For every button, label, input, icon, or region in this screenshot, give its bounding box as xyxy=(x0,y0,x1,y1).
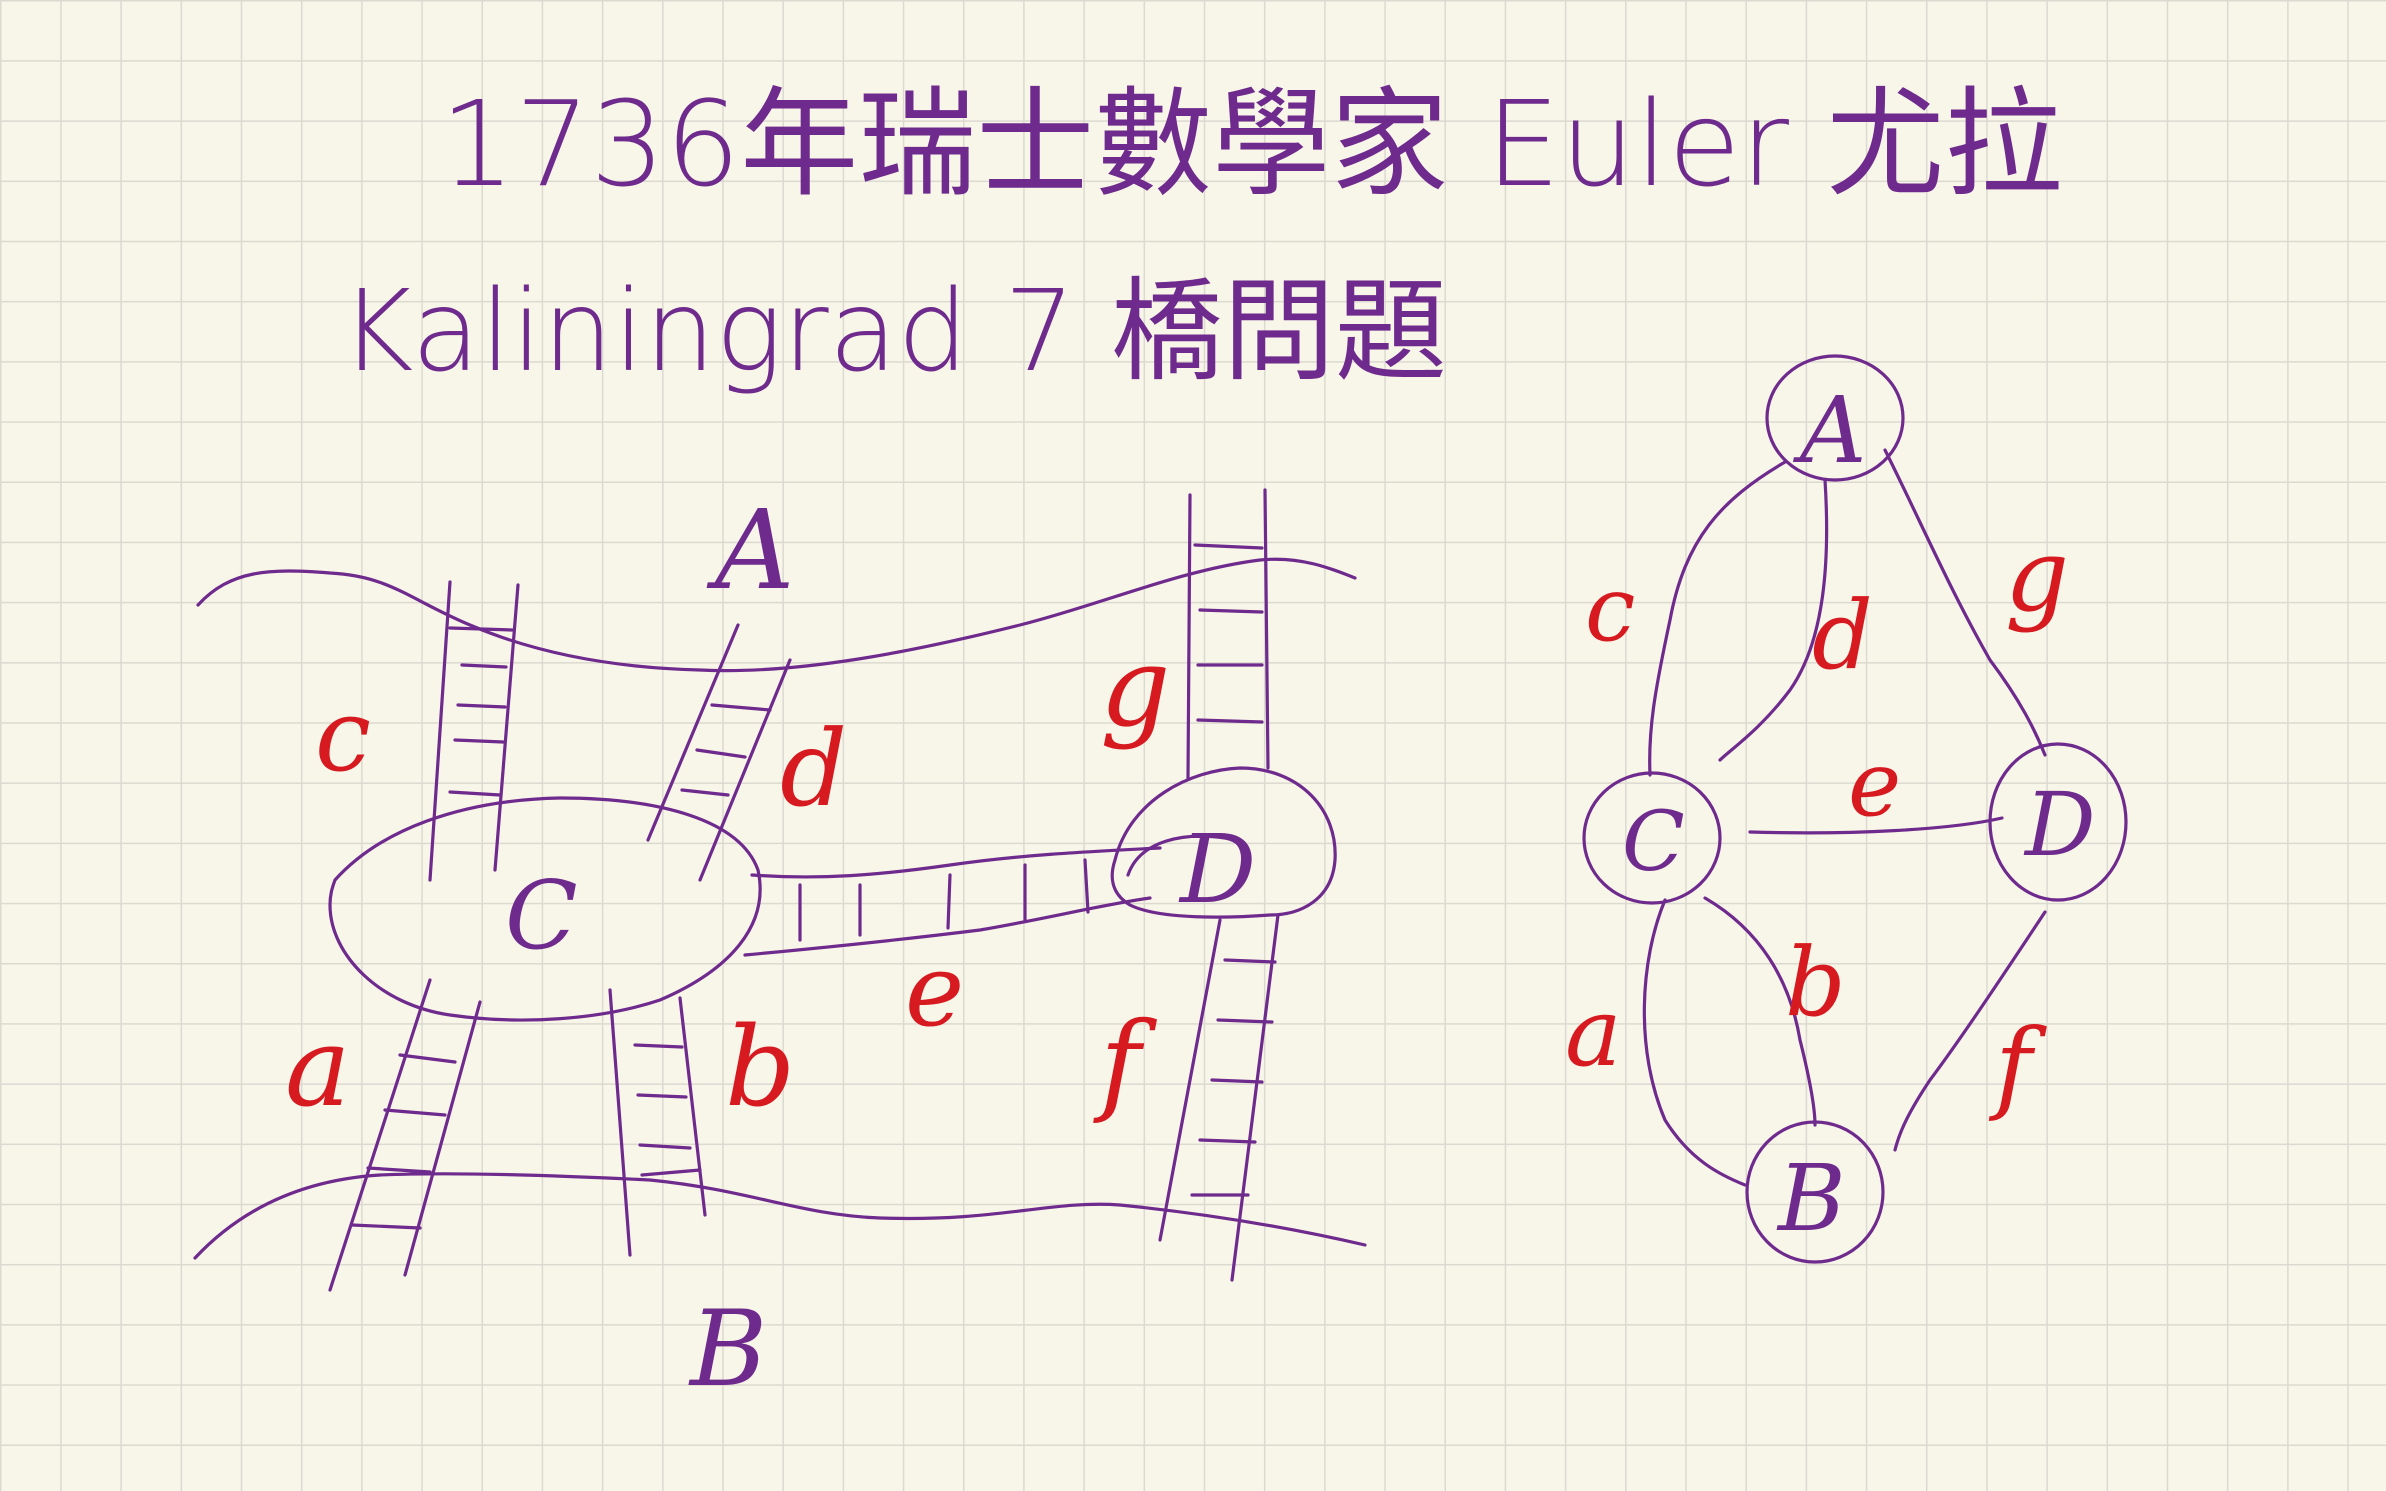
landmass-label-c: C xyxy=(505,861,578,971)
edge-label-f: f xyxy=(1988,1007,2047,1124)
landmass-label-a: A xyxy=(706,486,794,614)
bridge-a xyxy=(328,978,482,1292)
edge-label-b: b xyxy=(1785,928,1846,1038)
bridge-label-b: b xyxy=(725,1003,795,1131)
edge-c xyxy=(1648,460,1787,777)
edge-f xyxy=(1893,910,2047,1152)
edge-e xyxy=(1748,816,2004,835)
bridge-b xyxy=(608,988,707,1257)
edge-label-d: d xyxy=(1812,581,1873,691)
landmass-label-d: D xyxy=(1178,815,1256,925)
bridge-label-d: d xyxy=(780,708,847,830)
edge-a xyxy=(1642,898,1747,1187)
node-label-a: A xyxy=(1792,377,1866,484)
node-label-d: D xyxy=(2023,773,2096,876)
bridge-f xyxy=(1158,913,1280,1282)
bridge-label-e: e xyxy=(905,932,964,1049)
title-line-1: 1736年瑞士數學家 Euler 尤拉 xyxy=(440,75,2063,213)
bridge-e xyxy=(743,846,1162,957)
title-line-2: Kaliningrad 7 橋問題 xyxy=(340,267,1447,397)
bridge-label-f: f xyxy=(1093,998,1157,1126)
node-label-c: C xyxy=(1622,795,1685,890)
edge-label-e: e xyxy=(1848,732,1901,837)
euler-graph: A C D B c d g e a b f xyxy=(1565,354,2128,1264)
edge-label-g: g xyxy=(2005,517,2069,634)
edge-b xyxy=(1703,896,1817,1127)
landmass-label-b: B xyxy=(688,1288,767,1410)
island-c xyxy=(328,796,762,1022)
landmass-d-inner xyxy=(1126,834,1248,892)
edge-label-c: c xyxy=(1585,557,1635,662)
node-c xyxy=(1582,771,1722,905)
node-a xyxy=(1765,354,1905,482)
bridge-label-c: c xyxy=(315,677,371,794)
edge-label-a: a xyxy=(1565,978,1622,1088)
edge-g xyxy=(1883,448,2047,757)
bridge-label-g: g xyxy=(1100,623,1170,751)
landmass-d xyxy=(1110,766,1337,919)
edge-d xyxy=(1718,478,1829,762)
bridge-label-a: a xyxy=(285,1003,351,1131)
lower-river-bank xyxy=(193,1172,1367,1260)
bridge-c xyxy=(428,580,520,882)
node-label-b: B xyxy=(1776,1145,1846,1252)
bridge-g xyxy=(1186,488,1270,780)
river-map: A C D B c d g e a b f xyxy=(193,486,1367,1410)
upper-river-bank xyxy=(196,557,1357,673)
bridge-d xyxy=(646,623,792,882)
